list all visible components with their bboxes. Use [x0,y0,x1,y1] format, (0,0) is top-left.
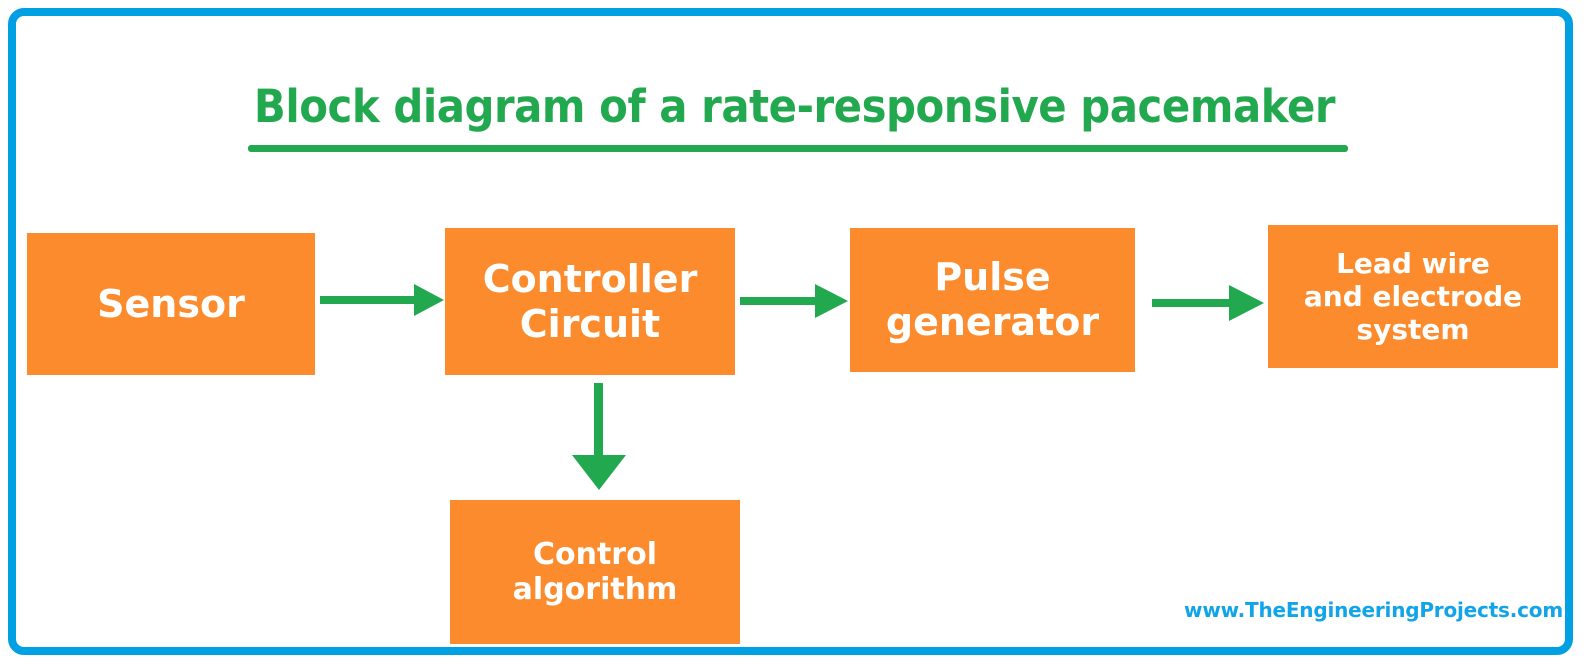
block-pulse-generator: Pulse generator [850,228,1135,372]
block-lead-wire-and-electrode-system-label: Lead wire and electrode system [1303,246,1523,347]
block-control-algorithm: Control algorithm [450,500,740,644]
arrow-controller-to-pulse-icon [740,284,848,318]
block-control-algorithm-label: Control algorithm [512,536,678,607]
block-sensor: Sensor [27,233,315,375]
block-lead-wire-and-electrode-system: Lead wire and electrode system [1268,225,1558,368]
block-pulse-generator-label: Pulse generator [885,255,1100,344]
title-underline-rule [248,145,1348,152]
block-sensor-label: Sensor [97,281,245,326]
block-controller-circuit-label: Controller Circuit [482,256,698,346]
website-watermark: www.TheEngineeringProjects.com [1184,598,1563,622]
arrow-pulse-to-lead-icon [1152,285,1264,321]
block-controller-circuit: Controller Circuit [445,228,735,375]
arrow-controller-to-control-algorithm-icon [572,383,626,490]
page-title: Block diagram of a rate-responsive pacem… [253,80,1336,133]
arrow-sensor-to-controller-icon [320,284,444,316]
